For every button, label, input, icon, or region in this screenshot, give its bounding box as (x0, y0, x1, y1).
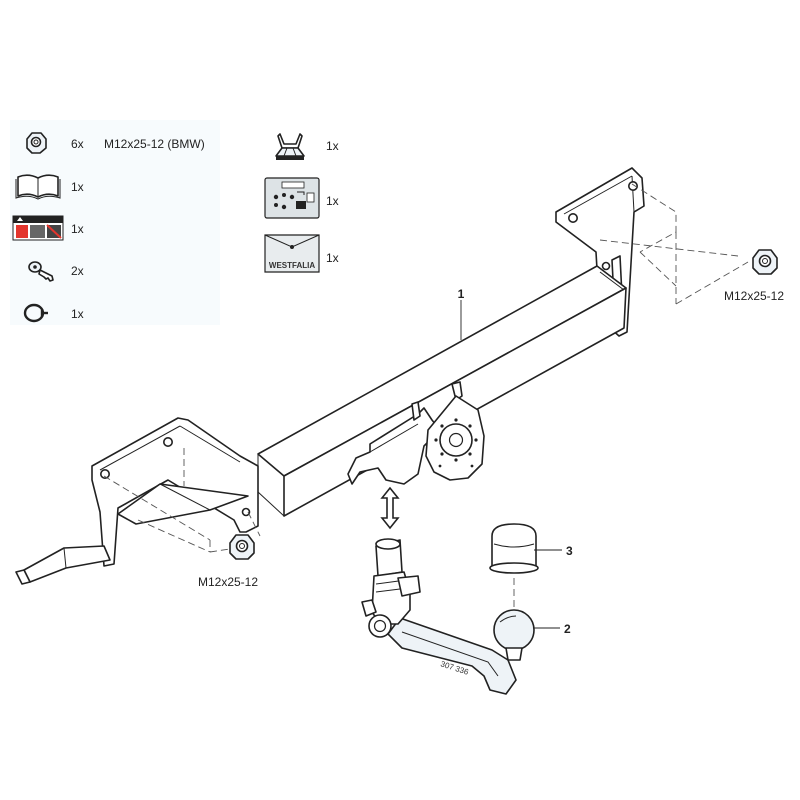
key-icon (28, 261, 54, 282)
westfalia-pouch-icon: WESTFALIA (264, 234, 320, 273)
instruction-card-icon (264, 177, 320, 219)
ball-neck: 307 336 (361, 538, 535, 695)
receiver-housing (347, 381, 463, 485)
parts-right-qty-2: 1x (326, 251, 339, 265)
parts-right-qty-0: 1x (326, 139, 339, 153)
ball-cap (489, 523, 539, 574)
left-bracket (91, 417, 259, 567)
ring-icon (23, 303, 48, 323)
callout-2: 2 (564, 622, 571, 636)
book-icon (15, 174, 61, 200)
mounting-guides (103, 183, 749, 553)
parts-list-right: 1x 1x WESTFALIA 1x (264, 133, 339, 273)
nut-icon (26, 132, 47, 154)
parts-qty-2: 1x (71, 222, 84, 236)
parts-spec-0: M12x25-12 (BMW) (104, 137, 205, 151)
left-nut (229, 534, 255, 560)
right-nut (752, 249, 778, 275)
left-extension-rod (15, 545, 111, 585)
right-nut-label: M12x25-12 (724, 289, 784, 303)
parts-qty-3: 2x (71, 264, 84, 278)
crossbar-tube (257, 265, 627, 517)
insertion-arrow-icon (380, 486, 400, 530)
crossbar-assembly: 1 (15, 167, 645, 585)
parts-qty-1: 1x (71, 180, 84, 194)
parts-qty-4: 1x (71, 307, 84, 321)
clip-icon (275, 133, 305, 160)
pouch-brand-text: WESTFALIA (269, 261, 315, 270)
warning-label-icon (12, 215, 64, 241)
left-nut-label: M12x25-12 (198, 575, 258, 589)
callout-3: 3 (566, 544, 573, 558)
parts-list: 6x M12x25-12 (BMW) 1x 1x 2x (12, 132, 205, 323)
parts-right-qty-1: 1x (326, 194, 339, 208)
callout-1: 1 (458, 287, 465, 301)
parts-qty-0: 6x (71, 137, 84, 151)
socket-plate (425, 395, 485, 481)
